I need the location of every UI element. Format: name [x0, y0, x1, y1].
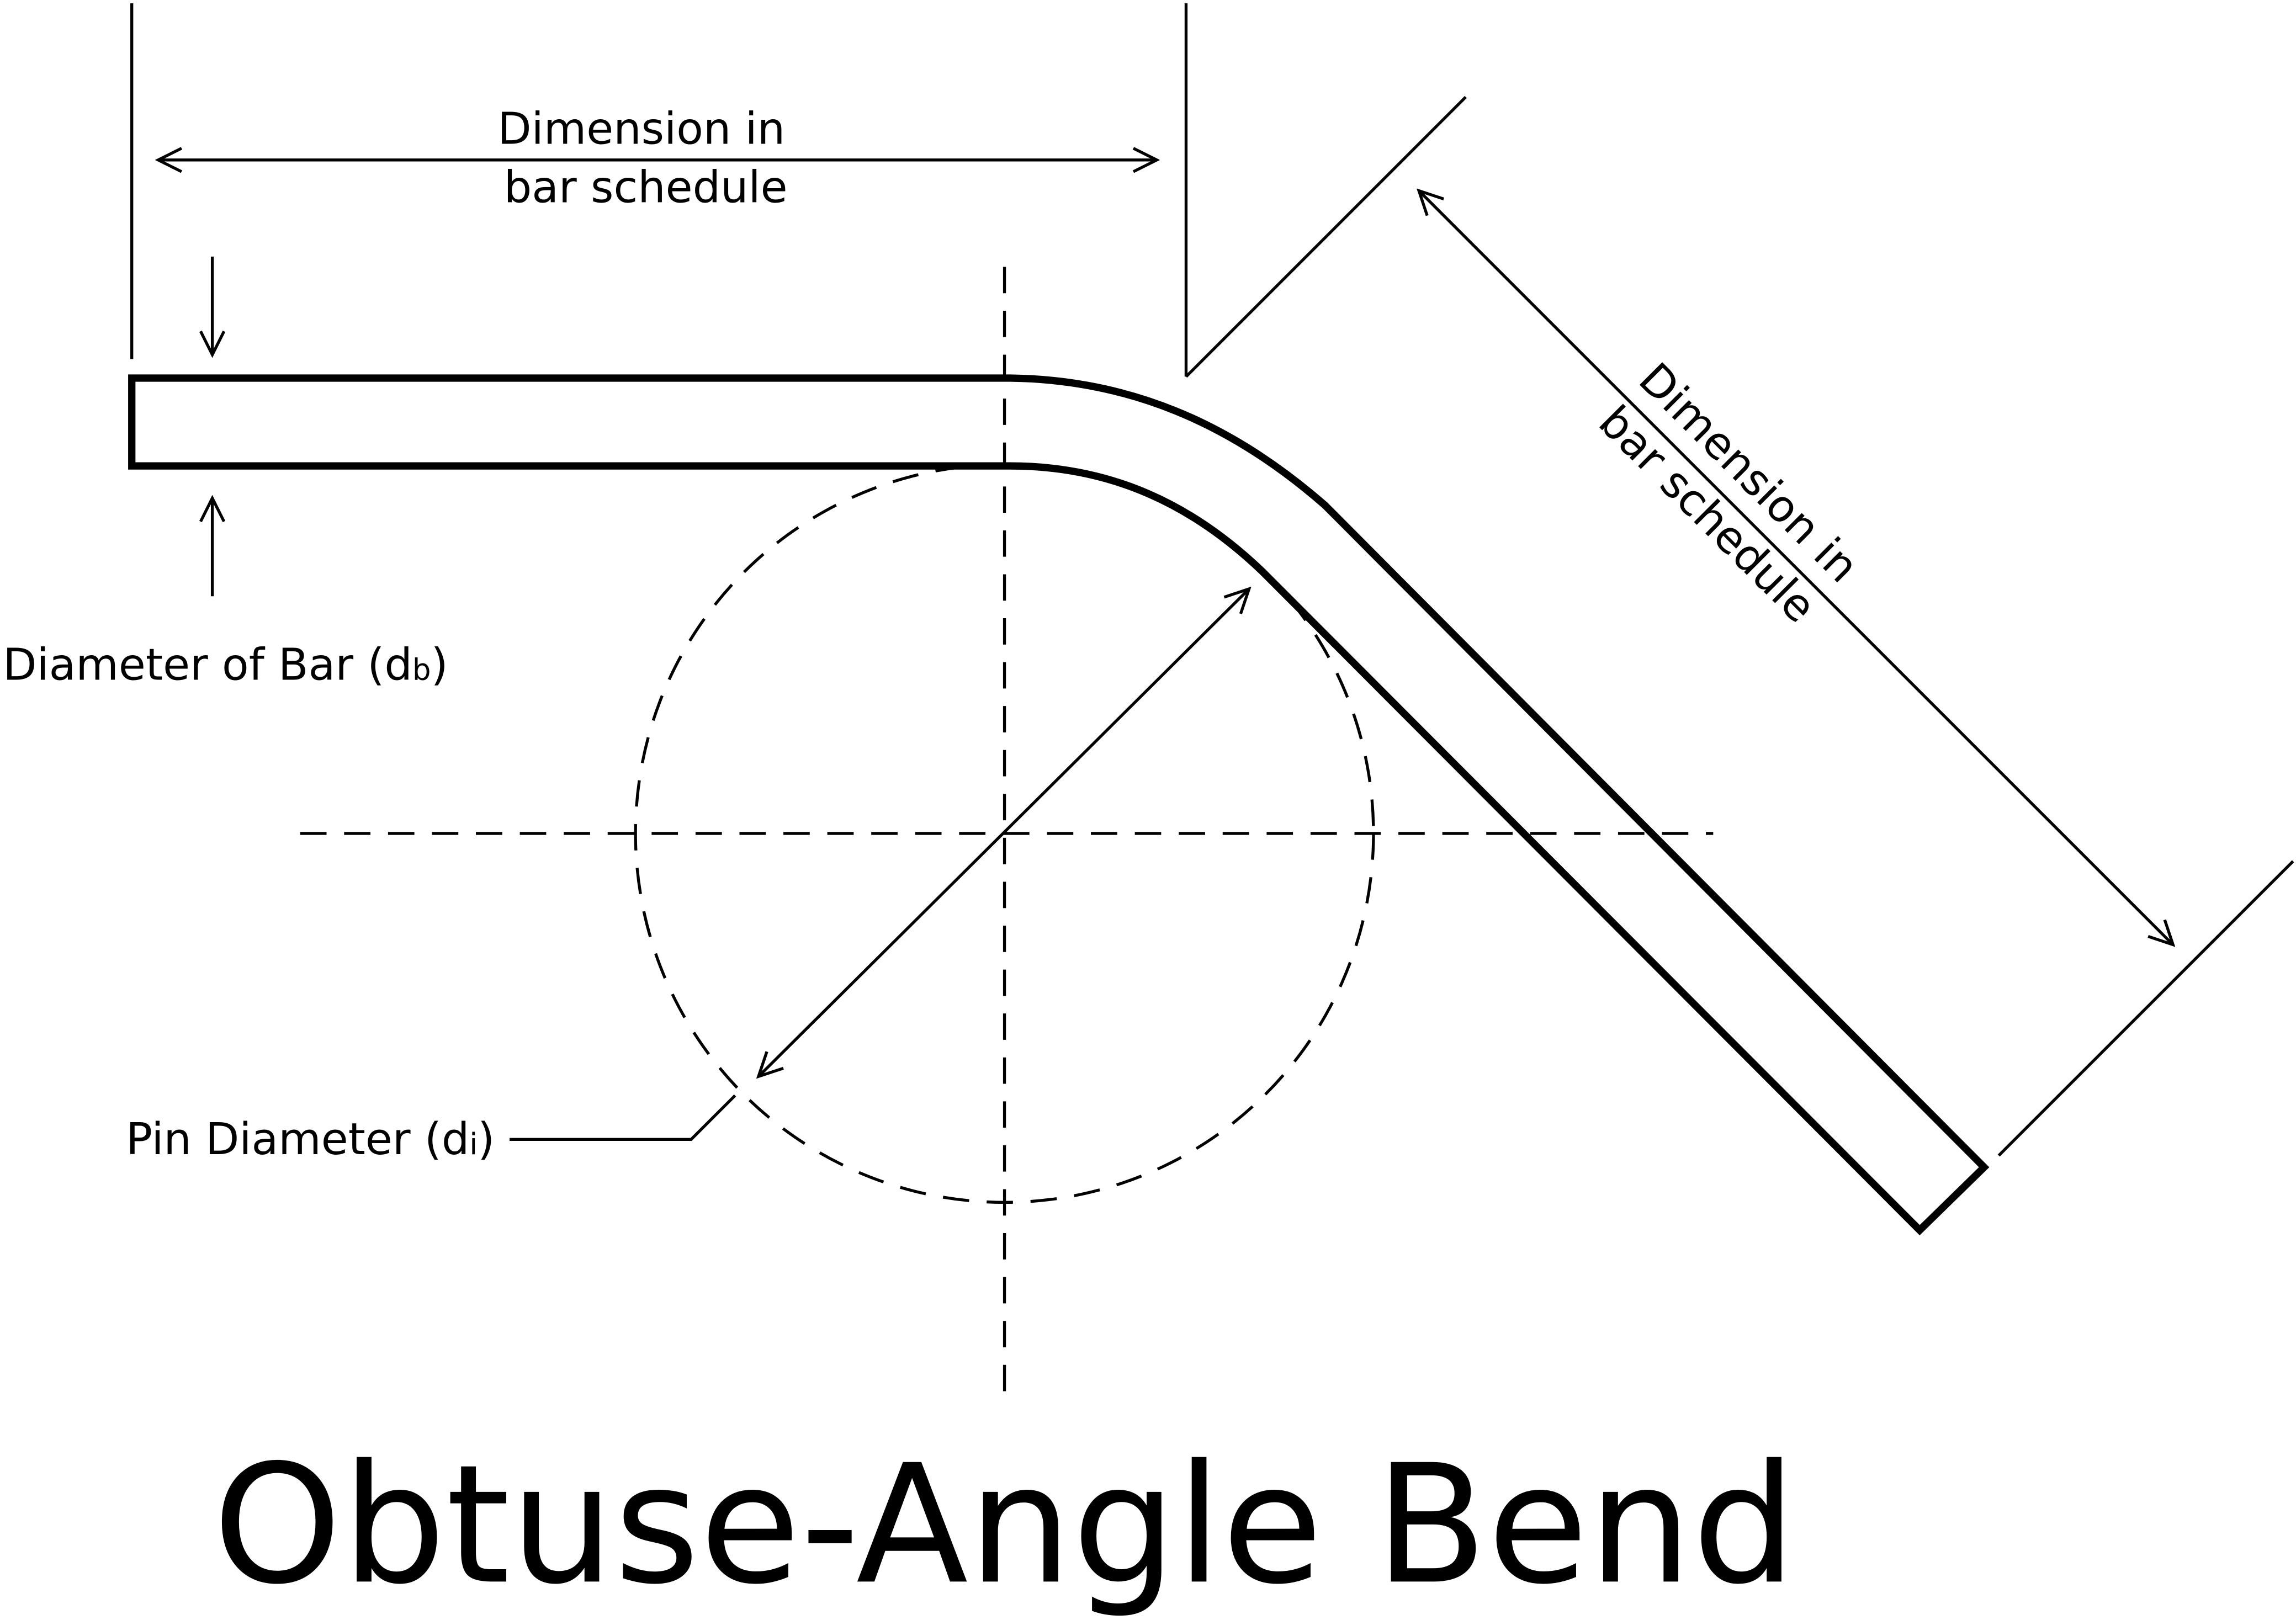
extension-line-diag-upper [1185, 95, 1467, 378]
labels: Dimension in bar schedule Dimension in b… [3, 103, 1869, 1620]
dimension-label-diagonal: Dimension in bar schedule [1589, 353, 1869, 633]
pin-diameter-label: Pin Diameter (di) [126, 1113, 495, 1165]
dimension-label-top-line2: bar schedule [504, 162, 788, 213]
dimension-label-top-line1: Dimension in [497, 103, 785, 155]
pin-diameter-text: Pin Diameter (d [126, 1113, 469, 1165]
bar-diameter-label: Diameter of Bar (db) [3, 639, 448, 690]
pin-diameter-arrow [759, 589, 1249, 1076]
extension-line-diag-lower [1997, 860, 2294, 1157]
bar-diameter-close: ) [431, 639, 448, 690]
diagram-title: Obtuse-Angle Bend [213, 1430, 1796, 1620]
dimension-arrow-diagonal [1419, 191, 2173, 945]
bar-diameter-text: Diameter of Bar (d [3, 639, 412, 690]
pin-diameter-leader [510, 1094, 736, 1141]
pin-diameter-subscript: i [469, 1127, 478, 1161]
pin-diameter-close: ) [478, 1113, 495, 1165]
extension-lines [130, 3, 2294, 1157]
bar-diameter-subscript: b [412, 652, 431, 687]
dimension-arrows [158, 160, 2173, 1141]
centerlines [300, 267, 1714, 1402]
